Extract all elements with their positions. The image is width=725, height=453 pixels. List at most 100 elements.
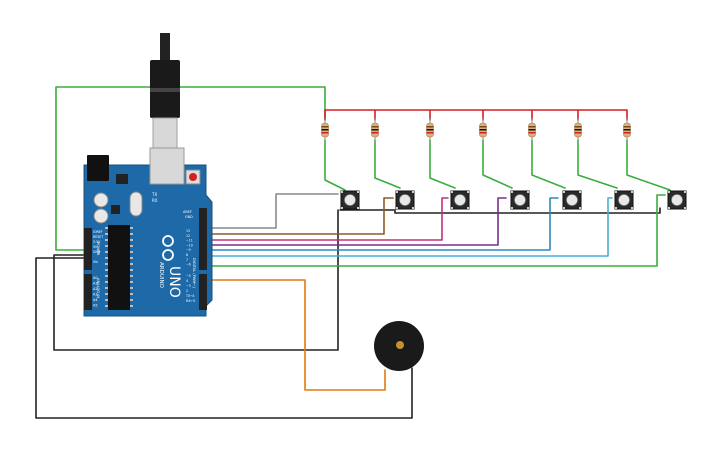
button-leg [396, 191, 398, 193]
pin-label-3v3: 3.3V [93, 240, 101, 244]
resistor[interactable] [479, 118, 487, 142]
wire-r7-b7[interactable] [626, 139, 671, 191]
resistor[interactable] [528, 118, 536, 142]
wire-buzzer-signal[interactable] [200, 279, 386, 391]
resistor-band [321, 129, 329, 131]
power-header [84, 228, 92, 270]
ic-pin-left [105, 299, 108, 301]
digital-pin-label: 12 [186, 234, 190, 238]
push-button[interactable] [562, 190, 582, 210]
wire-r2-b2[interactable] [374, 139, 401, 189]
button-leg [684, 207, 686, 209]
wire-r3-b3[interactable] [429, 139, 456, 189]
push-button[interactable] [667, 190, 687, 210]
digital-pin-label: ~11 [186, 239, 193, 243]
wire-cyan-pin[interactable] [200, 197, 613, 257]
wire-purple-pin[interactable] [200, 197, 507, 246]
wire-magenta-pin[interactable] [200, 197, 449, 241]
ic-pin-left [105, 275, 108, 277]
gnd-label: GND [185, 215, 193, 219]
usb-cable[interactable] [150, 33, 180, 149]
wire-green-pin[interactable] [200, 194, 666, 267]
ic-pin-right [130, 275, 133, 277]
resistor[interactable] [623, 118, 631, 142]
button-leg [341, 191, 343, 193]
analog-pin-label: A5 [93, 304, 97, 308]
wire-r6-b6[interactable] [577, 139, 618, 189]
wire-blue-pin[interactable] [200, 197, 559, 251]
analog-pin-label: A4 [93, 298, 97, 302]
ic-pin-right [130, 293, 133, 295]
button-leg [467, 191, 469, 193]
buzzer-center-dot [396, 341, 404, 349]
resistor[interactable] [574, 118, 582, 142]
resistor[interactable] [371, 118, 379, 142]
button-cap [514, 194, 526, 206]
button-cap [566, 194, 578, 206]
analog-pin-label: A2 [93, 287, 97, 291]
digital-pin-label: ~6 [186, 263, 191, 267]
wire-r5-b5[interactable] [531, 139, 566, 189]
button-cap [344, 194, 356, 206]
pin-label-gnd: GND [93, 250, 101, 254]
digital-header-top [199, 208, 207, 270]
wire-r1-b1[interactable] [324, 139, 346, 191]
wire-buzzer-ground[interactable] [35, 257, 413, 419]
button-leg [668, 191, 670, 193]
wire-gray-pin[interactable] [200, 193, 339, 229]
push-button[interactable] [614, 190, 634, 210]
digital-pin-label: 2 [186, 289, 188, 293]
wire-button-ground-bus[interactable] [339, 207, 661, 214]
resistor-band [426, 132, 434, 134]
wire-r4-b4[interactable] [482, 139, 513, 189]
piezo-buzzer[interactable] [374, 321, 424, 371]
button-leg [396, 207, 398, 209]
push-button[interactable] [450, 190, 470, 210]
wire-board-ground[interactable] [53, 209, 339, 351]
usb-cable-stripe [150, 88, 180, 92]
wire-brown-pin[interactable] [200, 197, 394, 235]
wire-5v-power[interactable] [55, 86, 326, 251]
board-model: UNO [166, 266, 182, 298]
pin-label-reset: RESET [93, 235, 103, 239]
button-cap [671, 194, 683, 206]
digital-pin-label: RX←0 [186, 299, 195, 303]
analog-pin-label: A1 [93, 282, 97, 286]
power-header-label: POWER [96, 242, 100, 256]
usb-cable-tip [160, 33, 170, 63]
ic-pin-right [130, 233, 133, 235]
push-button[interactable] [340, 190, 360, 210]
capacitor-2 [93, 208, 109, 224]
wire-resistor-bus[interactable] [324, 109, 628, 121]
power-pin-labels: IOREF RESET 3.3V 5V GND Vin [93, 230, 103, 264]
resistor-band [623, 129, 631, 131]
resistor-band [426, 126, 434, 128]
rx-label: RX [152, 198, 158, 203]
ic-pin-left [105, 233, 108, 235]
ic-pin-left [105, 287, 108, 289]
ic-pin-left [105, 227, 108, 229]
button-leg [357, 191, 359, 193]
digital-pin-label: ~5 [186, 274, 191, 278]
digital-pin-label: ~3 [186, 284, 191, 288]
push-button[interactable] [510, 190, 530, 210]
ic-pin-left [105, 257, 108, 259]
arduino-uno-board[interactable]: ARDUINO UNO DIGITAL (PWM~) POWER ANALOG … [83, 147, 213, 317]
analog-header-label: ANALOG IN [96, 278, 100, 298]
button-cap [454, 194, 466, 206]
button-leg [412, 191, 414, 193]
resistor-band [528, 132, 536, 134]
button-leg [527, 191, 529, 193]
crystal-oscillator [129, 191, 143, 217]
ic-pin-right [130, 299, 133, 301]
resistor[interactable] [321, 118, 329, 142]
atmega-pins [105, 227, 133, 307]
resistor-band [574, 129, 582, 131]
button-leg [527, 207, 529, 209]
resistor[interactable] [426, 118, 434, 142]
usb-connector-metal [152, 117, 178, 149]
push-button[interactable] [395, 190, 415, 210]
